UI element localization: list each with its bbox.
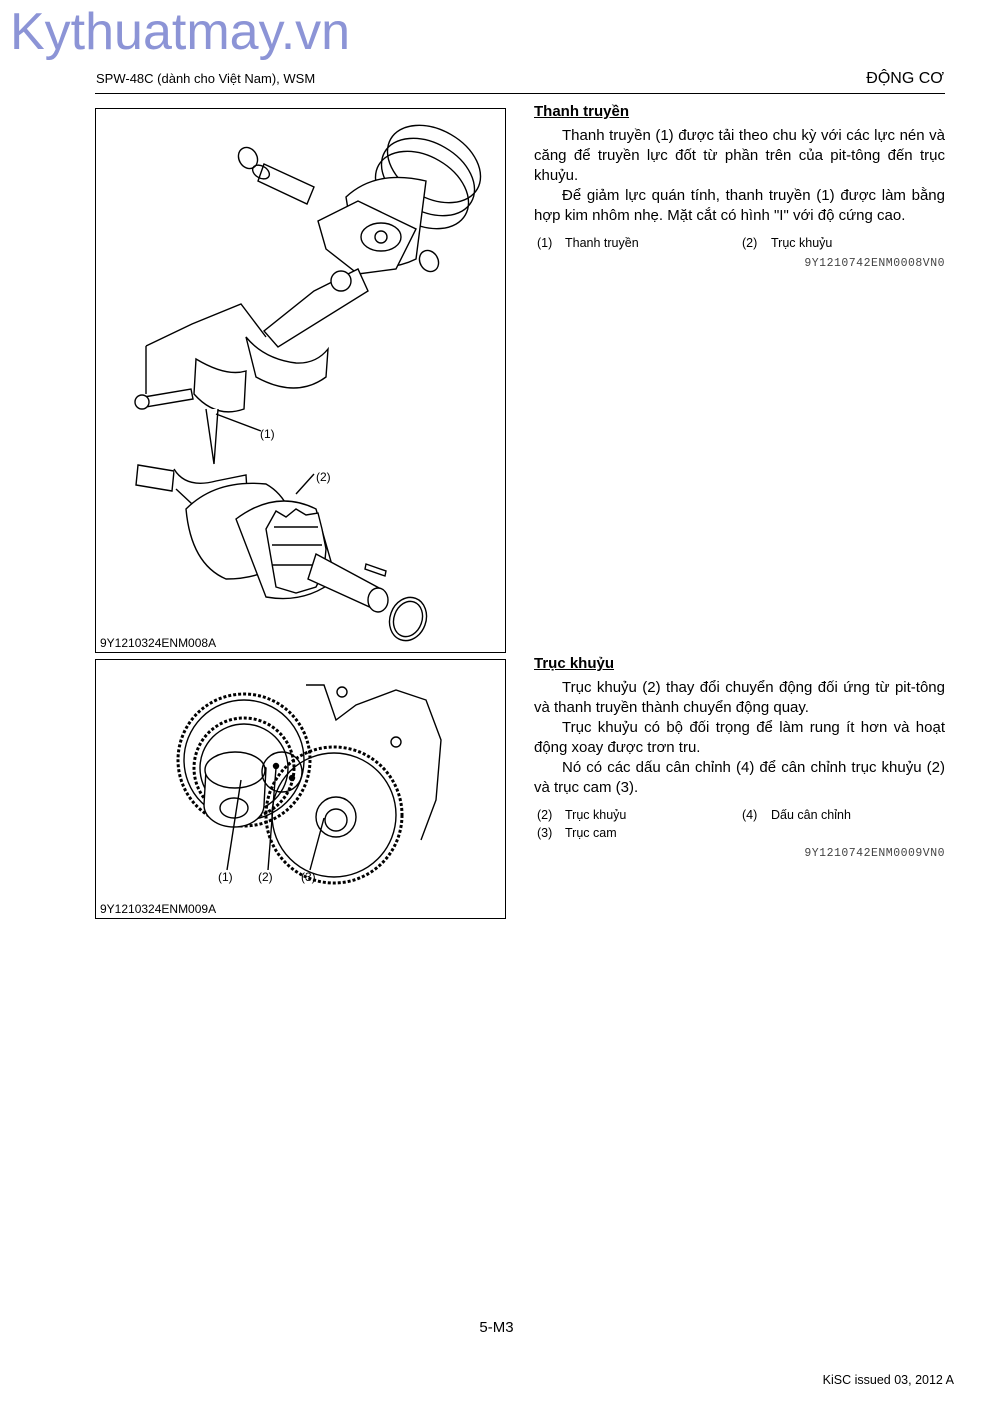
legend-text: Trục cam bbox=[565, 826, 617, 840]
fig2-label-3: (3) bbox=[301, 870, 316, 884]
crankshaft-gear-illustration: (1) (2) (3) bbox=[176, 684, 442, 885]
section1-title: Thanh truyền bbox=[534, 103, 630, 120]
figure-connecting-rod: (1) (2) 9Y1210324ENM008A bbox=[95, 108, 506, 653]
legend-number: (1) bbox=[537, 236, 553, 250]
chapter-title: ĐỘNG CƠ bbox=[866, 70, 944, 87]
page-number: 5-M3 bbox=[479, 1319, 514, 1336]
legend-number: (4) bbox=[742, 808, 758, 822]
figure2-code: 9Y1210324ENM009A bbox=[100, 902, 217, 916]
figure1-code: 9Y1210324ENM008A bbox=[100, 636, 217, 650]
section1-paragraph: Thanh truyền (1) được tải theo chu kỳ vớ… bbox=[534, 127, 945, 184]
section1-paragraph: Để giảm lực quán tính, thanh truyền (1) … bbox=[534, 187, 945, 224]
connecting-rod-illustration: (1) (2) bbox=[134, 124, 482, 642]
section2-paragraph: Trục khuỷu có bộ đối trọng để làm rung í… bbox=[534, 719, 945, 756]
legend-text: Trục khuỷu bbox=[771, 236, 833, 250]
fig1-label-2: (2) bbox=[316, 470, 331, 484]
section2-doc-code: 9Y1210742ENM0009VN0 bbox=[804, 847, 945, 860]
section2-paragraph: Trục khuỷu (2) thay đổi chuyển động đối … bbox=[534, 679, 945, 716]
issue-footer: KiSC issued 03, 2012 A bbox=[822, 1373, 954, 1387]
section2-title: Trục khuỷu bbox=[534, 655, 615, 672]
section2-legend-row: (3) Trục cam bbox=[534, 826, 945, 844]
section2-paragraph: Nó có các dấu cân chỉnh (4) để cân chỉnh… bbox=[534, 759, 945, 796]
section1-doc-code: 9Y1210742ENM0008VN0 bbox=[804, 257, 945, 270]
section2-legend-row: (2) Trục khuỷu (4) Dấu cân chỉnh bbox=[534, 808, 945, 826]
section-crankshaft: Trục khuỷu Trục khuỷu (2) thay đổi chuyể… bbox=[534, 655, 945, 860]
fig2-label-2: (2) bbox=[258, 870, 273, 884]
section-connecting-rod: Thanh truyền Thanh truyền (1) được tải t… bbox=[534, 103, 945, 270]
legend-text: Thanh truyền bbox=[565, 236, 639, 250]
figure-crankshaft-gears: (1) (2) (3) 9Y1210324ENM009A bbox=[95, 659, 506, 919]
legend-number: (2) bbox=[537, 808, 553, 822]
legend-text: Dấu cân chỉnh bbox=[771, 808, 851, 822]
header-rule bbox=[95, 93, 945, 94]
fig2-label-1: (1) bbox=[218, 870, 233, 884]
legend-number: (2) bbox=[742, 236, 758, 250]
section1-legend-row: (1) Thanh truyền (2) Trục khuỷu bbox=[534, 236, 945, 254]
site-watermark: Kythuatmay.vn bbox=[10, 3, 351, 61]
fig1-label-1: (1) bbox=[260, 427, 275, 441]
manual-title: SPW-48C (dành cho Việt Nam), WSM bbox=[96, 71, 316, 86]
legend-number: (3) bbox=[537, 826, 553, 840]
legend-text: Trục khuỷu bbox=[565, 808, 627, 822]
